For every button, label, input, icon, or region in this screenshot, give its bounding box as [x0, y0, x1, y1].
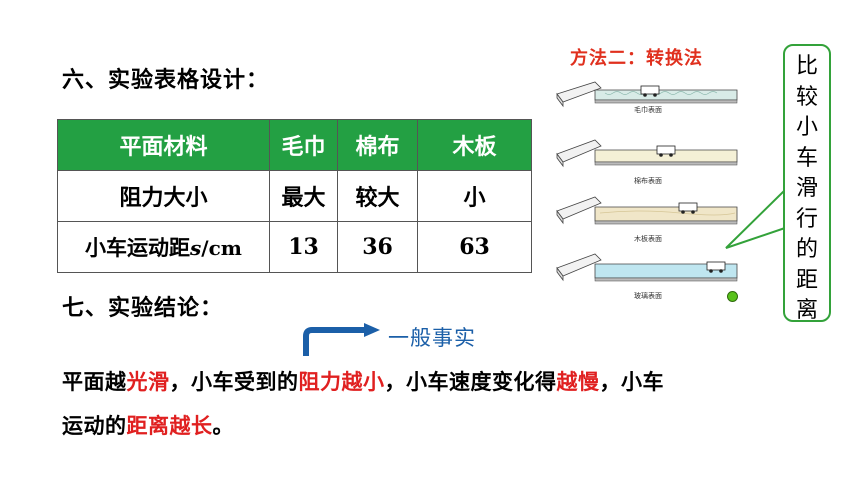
- cell-force-cotton: 较大: [337, 170, 418, 222]
- row-label-distance: 小车运动距s/cm: [57, 221, 270, 273]
- header-cell-towel: 毛巾: [269, 119, 338, 171]
- conclusion-text: 。: [212, 414, 234, 438]
- ramp-towel-illustration: [556, 81, 738, 108]
- table-row-distance: 小车运动距s/cm 13 36 63: [57, 221, 532, 273]
- cell-distance-wood: 63: [417, 221, 532, 273]
- callout-box: 比 较 小 车 滑 行 的 距 离: [783, 44, 831, 323]
- header-cell-cotton: 棉布: [337, 119, 418, 171]
- table-row-force: 阻力大小 最大 较大 小: [57, 170, 532, 222]
- caption-towel: 毛巾表面: [634, 106, 662, 114]
- callout-char: 离: [795, 298, 818, 323]
- caption-cotton: 棉布表面: [634, 177, 662, 185]
- callout-char: 的: [795, 237, 818, 262]
- ramp-cotton-illustration: [556, 139, 738, 168]
- ramp-wood-illustration: [556, 196, 738, 225]
- conclusion-highlight-slower: 越慢: [556, 370, 600, 394]
- row-label-force: 阻力大小: [57, 170, 270, 222]
- caption-wood: 木板表面: [634, 235, 662, 243]
- callout-pointer: [725, 190, 786, 249]
- cell-force-wood: 小: [417, 170, 532, 222]
- caption-glass: 玻璃表面: [634, 292, 662, 300]
- cell-distance-towel: 13: [269, 221, 338, 273]
- callout-char: 比: [795, 54, 818, 79]
- table-header-row: 平面材料 毛巾 棉布 木板: [57, 119, 532, 171]
- callout-char: 较: [795, 84, 818, 110]
- section-6-heading: 六、实验表格设计：: [62, 68, 270, 93]
- header-cell-material: 平面材料: [57, 119, 270, 171]
- conclusion-text: 运动的: [62, 414, 127, 438]
- callout-char: 距: [795, 267, 818, 293]
- conclusion-highlight-distance: 距离越长: [126, 414, 213, 438]
- conclusion-text: 平面越: [62, 370, 127, 394]
- cell-force-towel: 最大: [269, 170, 338, 222]
- ramp-glass-illustration: [556, 253, 738, 282]
- bent-arrow-icon: [303, 323, 380, 356]
- callout-char: 小: [795, 115, 818, 140]
- callout-vertical-text: 比 较 小 车 滑 行 的 距 离: [785, 52, 829, 327]
- cell-distance-cotton: 36: [337, 221, 418, 273]
- conclusion-text: ，小车受到的: [169, 370, 299, 394]
- conclusion-text: ，小车: [599, 370, 664, 394]
- conclusion-line-1: 平面越光滑，小车受到的阻力越小，小车速度变化得越慢，小车: [62, 366, 664, 396]
- conclusion-highlight-smooth: 光滑: [126, 370, 170, 394]
- general-fact-label: 一般事实: [388, 326, 476, 350]
- conclusion-text: ，小车速度变化得: [384, 370, 557, 394]
- method-two-title: 方法二：转换法: [570, 48, 703, 69]
- callout-char: 车: [795, 145, 818, 171]
- section-7-heading: 七、实验结论：: [62, 296, 224, 321]
- callout-char: 行: [795, 206, 818, 232]
- header-cell-wood: 木板: [417, 119, 532, 171]
- distance-variable: s: [190, 236, 202, 260]
- green-marker-dot: [727, 291, 738, 302]
- conclusion-highlight-resistance: 阻力越小: [298, 370, 385, 394]
- conclusion-line-2: 运动的距离越长。: [62, 410, 234, 440]
- experiment-table: 平面材料 毛巾 棉布 木板 阻力大小 最大 较大 小 小车运动距s/cm 13 …: [57, 119, 532, 273]
- callout-char: 滑: [795, 176, 818, 201]
- distance-unit: /cm: [201, 236, 242, 260]
- distance-label-text: 小车运动距: [85, 236, 191, 260]
